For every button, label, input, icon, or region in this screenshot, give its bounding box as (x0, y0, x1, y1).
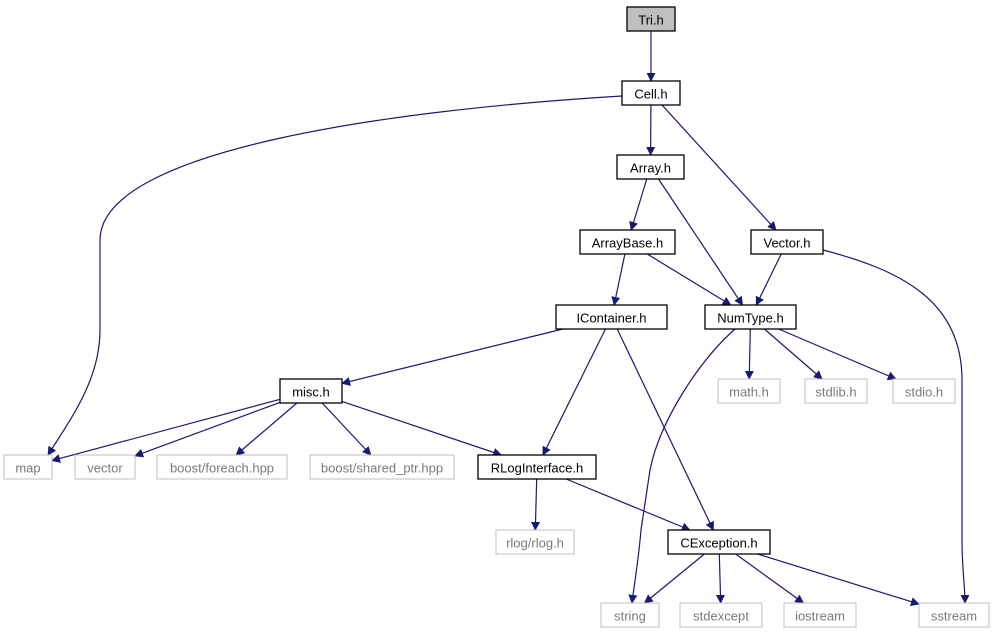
node-label: Tri.h (638, 13, 664, 28)
edge-cexception-to-iostream (735, 553, 805, 604)
node-box (704, 304, 797, 330)
node-stdexcept: stdexcept (679, 602, 763, 628)
node-box (600, 602, 660, 628)
edge-numtype-to-stdio (778, 328, 897, 380)
node-label: Array.h (630, 161, 671, 176)
node-box (717, 378, 781, 404)
node-sharedptr: boost/shared_ptr.hpp (309, 454, 455, 480)
edge-arraybase-to-icontainer (611, 253, 626, 306)
edge-cexception-to-stdexcept (715, 553, 725, 604)
edge-rlogif-to-rlog (531, 478, 541, 531)
node-label: map (15, 461, 40, 476)
node-sstream: sstream (918, 602, 990, 628)
node-vector_h[interactable]: Vector.h (750, 229, 824, 255)
node-box (667, 529, 771, 555)
edge-rlogif-to-cexception (565, 478, 691, 532)
node-mathh: math.h (717, 378, 781, 404)
node-box (750, 229, 824, 255)
node-box (783, 602, 857, 628)
node-label: vector (87, 461, 123, 476)
edge-array-to-arraybase (629, 178, 648, 231)
node-array[interactable]: Array.h (616, 154, 685, 180)
edge-cell-to-vector_h (661, 104, 777, 231)
edge-icontainer-to-misc (341, 328, 563, 386)
node-stdlib: stdlib.h (804, 378, 868, 404)
node-label: IContainer.h (576, 311, 646, 326)
edge-misc-to-vector (134, 401, 281, 458)
node-box (279, 378, 343, 404)
node-label: sstream (931, 609, 977, 624)
edge-vector_h-to-sstream (822, 249, 970, 604)
node-box (156, 454, 288, 480)
node-label: boost/foreach.hpp (170, 461, 274, 476)
node-box (626, 6, 676, 32)
edge-icontainer-to-cexception (616, 328, 714, 531)
edge-misc-to-sharedptr (321, 402, 372, 456)
node-box (477, 454, 597, 480)
edge-vector_h-to-numtype (755, 253, 782, 306)
node-box (495, 529, 575, 555)
node-label: NumType.h (717, 311, 783, 326)
edge-cell-to-map (47, 95, 623, 456)
node-label: CException.h (680, 536, 757, 551)
node-tri[interactable]: Tri.h (626, 6, 676, 32)
node-box (892, 378, 956, 404)
node-string: string (600, 602, 660, 628)
edge-misc-to-rlogif (341, 400, 503, 457)
edge-numtype-to-string (628, 328, 736, 604)
node-box (309, 454, 455, 480)
node-box (621, 80, 681, 106)
node-label: string (614, 609, 646, 624)
node-label: iostream (795, 609, 845, 624)
node-label: ArrayBase.h (592, 236, 664, 251)
node-box (804, 378, 868, 404)
edge-array-to-numtype (658, 178, 743, 306)
edges-layer (47, 31, 970, 606)
node-box (918, 602, 990, 628)
node-label: stdio.h (905, 385, 943, 400)
node-cell[interactable]: Cell.h (621, 80, 681, 106)
edge-numtype-to-stdlib (764, 328, 823, 380)
node-box (679, 602, 763, 628)
edge-cexception-to-sstream (757, 553, 920, 606)
edge-icontainer-to-rlogif (542, 328, 607, 456)
node-rlog: rlog/rlog.h (495, 529, 575, 555)
node-label: rlog/rlog.h (506, 536, 564, 551)
node-label: RLogInterface.h (491, 461, 584, 476)
node-label: stdexcept (693, 609, 749, 624)
node-vector: vector (74, 454, 136, 480)
node-misc[interactable]: misc.h (279, 378, 343, 404)
node-cexception[interactable]: CException.h (667, 529, 771, 555)
node-icontainer[interactable]: IContainer.h (555, 304, 668, 330)
edge-numtype-to-mathh (744, 328, 754, 380)
node-arraybase[interactable]: ArrayBase.h (579, 229, 676, 255)
node-label: math.h (729, 385, 769, 400)
edge-arraybase-to-numtype (646, 253, 732, 306)
node-label: misc.h (292, 385, 330, 400)
node-box (579, 229, 676, 255)
edge-misc-to-map (51, 398, 281, 463)
node-foreach: boost/foreach.hpp (156, 454, 288, 480)
node-box (3, 454, 53, 480)
node-stdio: stdio.h (892, 378, 956, 404)
node-box (555, 304, 668, 330)
edge-misc-to-foreach (235, 402, 298, 456)
node-box (616, 154, 685, 180)
node-iostream: iostream (783, 602, 857, 628)
node-label: boost/shared_ptr.hpp (321, 461, 443, 476)
node-box (74, 454, 136, 480)
node-label: Vector.h (764, 236, 811, 251)
node-map: map (3, 454, 53, 480)
node-rlogif[interactable]: RLogInterface.h (477, 454, 597, 480)
node-label: Cell.h (634, 87, 667, 102)
node-numtype[interactable]: NumType.h (704, 304, 797, 330)
edge-cexception-to-string (643, 553, 705, 604)
node-label: stdlib.h (815, 385, 856, 400)
